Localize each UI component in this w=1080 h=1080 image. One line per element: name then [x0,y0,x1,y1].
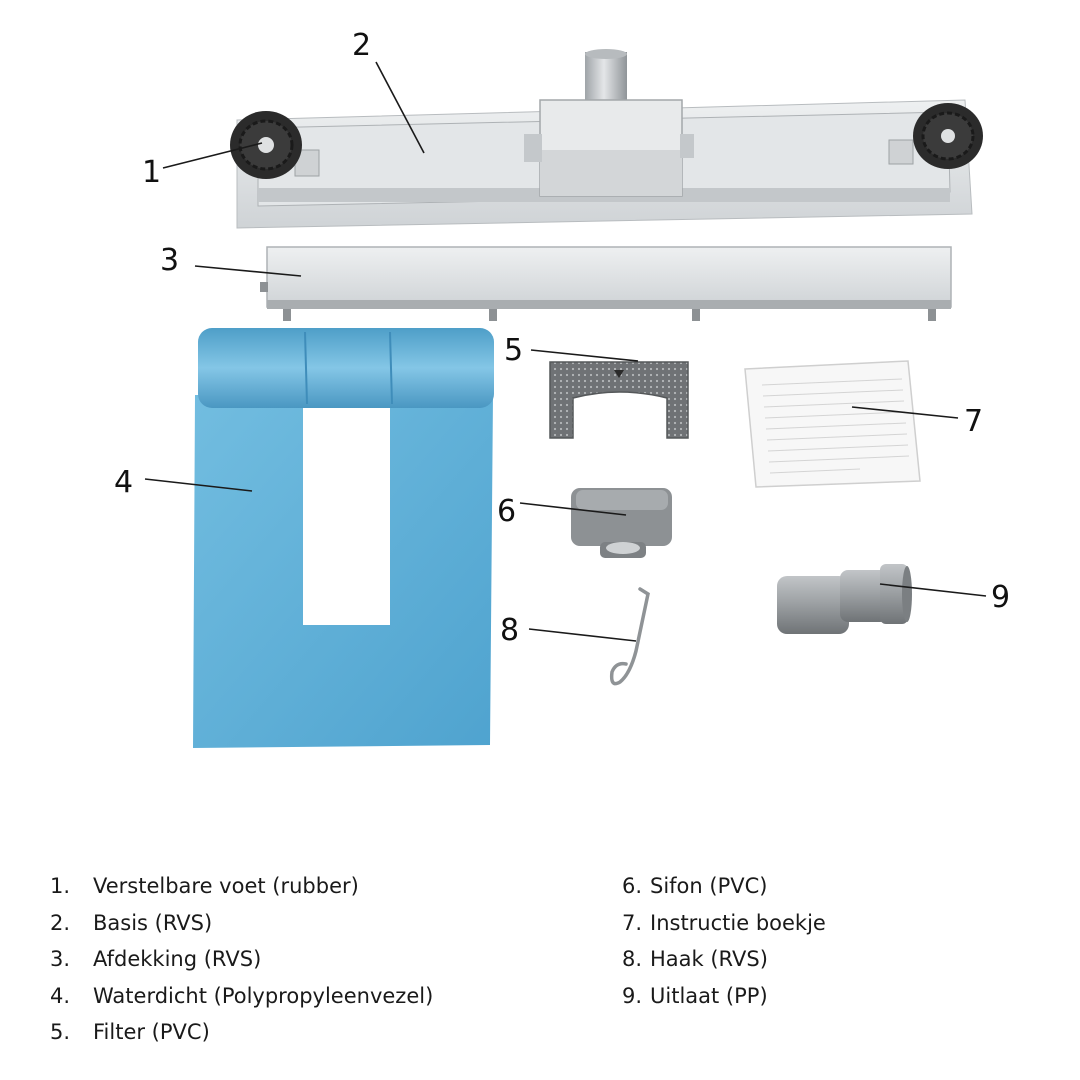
outlet-pipe-rim [585,49,627,59]
legend-item-number: 3. [50,947,71,971]
callout-2: 2 [352,28,371,63]
legend-item-number: 8. [622,947,643,971]
leader-3 [194,265,302,277]
legend-item-label: Verstelbare voet (rubber) [93,874,359,898]
hook-part [609,587,650,686]
instruction-booklet [744,360,921,488]
foot-bracket-right [888,139,914,165]
legend-item-label: Waterdicht (Polypropyleenvezel) [93,983,434,1008]
outlet-part [777,564,912,634]
cover-bar [266,246,952,308]
callout-1: 1 [142,155,161,190]
legend-item-number: 9. [622,983,643,1008]
legend-item-number: 6. [622,874,643,898]
legend-item-label: Sifon (PVC) [650,874,768,898]
cover-peg [692,309,700,321]
legend-item: 7. Instructie boekje [622,905,826,942]
callout-7: 7 [964,404,983,439]
leader-1 [162,142,263,169]
leader-6 [519,502,627,516]
membrane-sheet [193,395,493,748]
callout-4: 4 [114,465,133,500]
sump-bracket-right [680,134,694,158]
cover-peg [928,309,936,321]
legend-item: 4. Waterdicht (Polypropyleenvezel) [50,978,433,1015]
cover-peg [489,309,497,321]
callout-8: 8 [500,613,519,648]
cover-part [260,246,952,321]
parts-legend-right: 6. Sifon (PVC) 7. Instructie boekje 8. Haak… [622,868,826,1014]
legend-item-number: 5. [50,1020,71,1044]
cover-bar-edge [267,300,951,309]
legend-item: 1. Verstelbare voet (rubber) [50,868,433,905]
legend-item-label: Filter (PVC) [93,1020,210,1044]
legend-item: 8. Haak (RVS) [622,941,826,978]
parts-legend-left: 1. Verstelbare voet (rubber) 2. Basis (RVS… [50,868,433,1051]
membrane-roll [198,328,494,408]
leader-2 [375,61,425,154]
siphon-part [571,488,672,558]
callout-3: 3 [160,243,179,278]
filter-part [549,361,689,439]
legend-item-label: Basis (RVS) [93,910,213,935]
leader-4 [144,478,253,492]
callout-6: 6 [497,494,516,529]
adjustable-foot-right [913,103,983,169]
cover-tab [260,282,268,292]
callout-9: 9 [991,580,1010,615]
legend-item-number: 4. [50,983,71,1008]
legend-item: 9. Uitlaat (PP) [622,978,826,1015]
legend-item-label: Afdekking (RVS) [93,947,262,971]
cover-peg [283,309,291,321]
leader-8 [528,628,637,642]
legend-item-number: 2. [50,910,71,935]
sump-box-front [540,150,682,196]
waterproof-membrane [193,328,494,748]
callout-5: 5 [504,333,523,368]
legend-item-label: Haak (RVS) [650,947,768,971]
legend-item-number: 1. [50,874,71,898]
legend-item-number: 7. [622,910,643,935]
legend-item-label: Uitlaat (PP) [650,983,768,1008]
callout-leaders [144,61,987,642]
leader-5 [530,349,639,362]
legend-item: 6. Sifon (PVC) [622,868,826,905]
exploded-parts-diagram: 1 2 3 4 5 6 7 8 9 [114,28,1010,748]
sump-bracket-left [524,134,542,162]
legend-item: 2. Basis (RVS) [50,905,433,942]
outlet-pipe [585,52,627,107]
base-part [236,49,973,229]
legend-item: 3. Afdekking (RVS) [50,941,433,978]
legend-item: 5. Filter (PVC) [50,1014,433,1051]
leader-9 [879,583,987,597]
adjustable-foot-left [230,111,302,179]
leader-7 [851,406,959,419]
legend-item-label: Instructie boekje [650,910,826,935]
